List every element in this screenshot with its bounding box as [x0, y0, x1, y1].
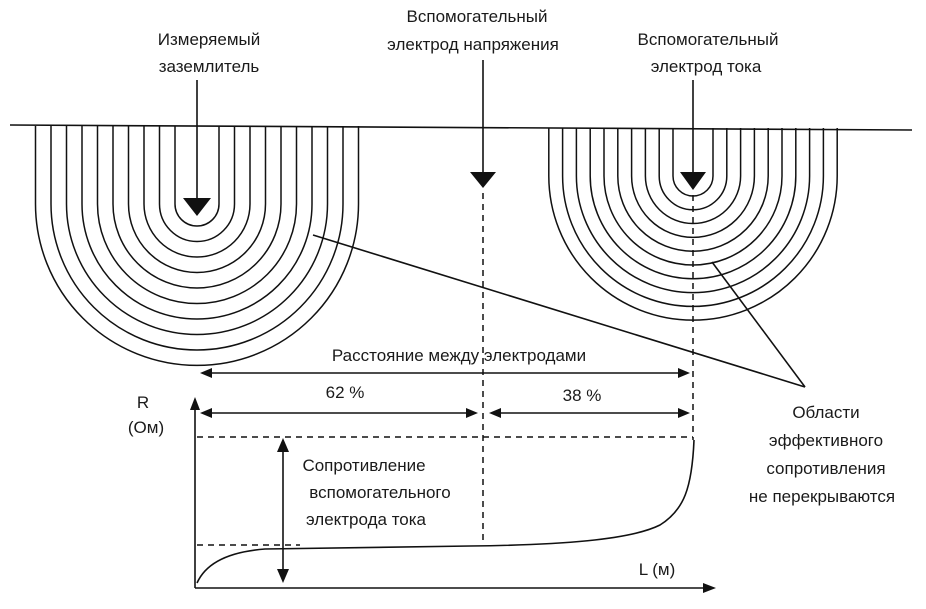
- aux-resistance-label-3: электрода тока: [306, 510, 427, 529]
- zone-arc: [112, 126, 282, 289]
- l-axis: [195, 583, 716, 593]
- r-axis-label-2: (Ом): [128, 418, 164, 437]
- current-electrode-label-1: Вспомогательный: [638, 30, 779, 49]
- distance-dimension: [200, 368, 690, 378]
- zone-arc: [143, 126, 251, 258]
- zone-arc: [630, 128, 756, 239]
- distance-label: Расстояние между электродами: [332, 346, 586, 365]
- current-electrode-zones: [548, 128, 838, 321]
- regions-note-line-2: эффективного: [769, 431, 883, 450]
- r-axis-label-1: R: [137, 393, 149, 412]
- zone-arc: [127, 126, 267, 274]
- note-pointer-left: [312, 234, 806, 388]
- voltage-electrode-label-1: Вспомогательный: [407, 7, 548, 26]
- aux-resistance-arrow: [277, 438, 289, 583]
- regions-note-line-4: не перекрываются: [749, 487, 895, 506]
- aux-resistance-label-2: вспомогательного: [309, 483, 450, 502]
- l-axis-label: L (м): [639, 560, 676, 579]
- zone-arc: [174, 126, 220, 227]
- zone-arc: [81, 126, 313, 320]
- aux-resistance-label-1: Сопротивление: [302, 456, 425, 475]
- regions-note-line-1: Области: [792, 403, 859, 422]
- zone-arc: [34, 126, 360, 367]
- resistance-curve: [196, 439, 695, 584]
- pct-38-label: 38 %: [563, 386, 602, 405]
- ground-line: [9, 124, 913, 131]
- dimension-38: [489, 408, 690, 418]
- pct-62-label: 62 %: [326, 383, 365, 402]
- zone-arc: [65, 126, 329, 336]
- zone-arc: [50, 126, 344, 351]
- zone-arc: [158, 126, 236, 243]
- measured-electrode-label-1: Измеряемый: [158, 30, 260, 49]
- regions-note-line-3: сопротивления: [766, 459, 885, 478]
- note-pointer-right: [711, 261, 806, 388]
- voltage-electrode-label-2: электрод напряжения: [387, 35, 559, 54]
- dimension-62: [200, 408, 478, 418]
- voltage-electrode-arrow: [470, 60, 496, 188]
- zone-arc: [589, 128, 797, 280]
- zone-arc: [96, 126, 298, 305]
- zone-arc: [575, 128, 811, 294]
- r-axis: [190, 397, 200, 588]
- zone-arc: [644, 128, 742, 225]
- measured-electrode-label-2: заземлитель: [159, 57, 260, 76]
- current-electrode-label-2: электрод тока: [651, 57, 762, 76]
- current-electrode-arrow: [680, 80, 706, 190]
- measured-electrode-zones: [34, 126, 360, 367]
- measured-electrode-arrow: [183, 80, 211, 216]
